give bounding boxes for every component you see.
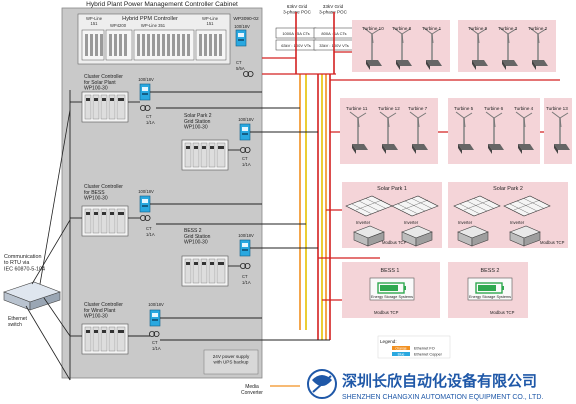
bess2-title: BESS 2 xyxy=(481,268,500,274)
solar-cluster-rack xyxy=(81,91,129,123)
ups-power-supply xyxy=(203,349,259,375)
bess1-battery xyxy=(369,277,415,301)
wp3090-meter-voltage: 100/18V xyxy=(234,24,250,29)
solar-park2-rack xyxy=(181,139,229,171)
company-name-en: SHENZHEN CHANGXIN AUTOMATION EQUIPMENT C… xyxy=(342,394,543,401)
solar-park2-inverter-label-a: Inverter xyxy=(458,220,473,225)
bess-cluster-ct-label: CT xyxy=(146,226,152,231)
solar-park1-title: Solar Park 1 xyxy=(377,186,407,192)
legend-orange-swatch xyxy=(392,346,410,350)
solar-cluster-meter xyxy=(139,83,151,101)
legend-blue-swatch xyxy=(392,352,410,356)
legend-orange-tag: Orange xyxy=(395,346,406,350)
wind-cluster-meter xyxy=(149,309,161,327)
turbine-label: Turbine 11 xyxy=(346,106,368,111)
turbine-label: Turbine 13 xyxy=(546,106,568,111)
turbine-label: Turbine 8 xyxy=(392,26,412,31)
ppm-rack-modules xyxy=(81,29,227,61)
bess2-battery xyxy=(467,277,513,301)
wpline-mid-label: WP-Line 351 xyxy=(141,23,166,28)
solar-park2-inverter-label-b: Inverter xyxy=(510,220,525,225)
bess2-meter xyxy=(239,239,251,257)
turbine-label: Turbine 12 xyxy=(378,106,400,111)
turbine-label: Turbine 5 xyxy=(454,106,474,111)
ethernet-copper-lines xyxy=(69,90,330,380)
switch-links xyxy=(25,109,71,381)
solar-park2-meter-voltage: 100/18V xyxy=(238,117,254,122)
solar-cluster-meter-voltage: 100/18V xyxy=(138,77,154,82)
turbine-label: Turbine 1 xyxy=(422,26,442,31)
cabinet-title: Hybrid Plant Power Management Controller… xyxy=(86,1,238,8)
company-name-cn: 深圳长欣自动化设备有限公司 xyxy=(342,372,537,390)
solar-cluster-ct-label: CT xyxy=(146,114,152,119)
legend-title: Legend: xyxy=(380,339,397,344)
legend-orange-text: Ethernet FO xyxy=(414,347,435,351)
vertical-busbars xyxy=(295,12,335,340)
bess2-ct-ratio: 1/1A xyxy=(242,280,251,285)
wind-cluster-meter-voltage: 100/18V xyxy=(148,302,164,307)
bess2-modbus: Modbus TCP xyxy=(490,310,515,315)
bess1-title: BESS 1 xyxy=(381,268,400,274)
company-logo xyxy=(307,369,337,399)
wp3090-ct-ratio: 5/5A xyxy=(236,66,245,71)
solar-cluster-ct-ratio: 1/1A xyxy=(146,120,155,125)
solar-park2-meter xyxy=(239,123,251,141)
bess-cluster-ct-ratio: 1/1A xyxy=(146,232,155,237)
wp3090-meter xyxy=(235,29,247,47)
turbine-label: Turbine 10 xyxy=(362,26,384,31)
ethernet-switch-icon xyxy=(3,281,61,311)
turbine-label: Turbine 3 xyxy=(498,26,518,31)
bess2-ct-label: CT xyxy=(242,274,248,279)
bess-cluster-rack xyxy=(81,205,129,237)
solar-park2-modbus: Modbus TCP xyxy=(540,240,565,245)
bess2-meter-voltage: 100/18V xyxy=(238,233,254,238)
solar-park2-ct-label: CT xyxy=(242,156,248,161)
bess1-modbus: Modbus TCP xyxy=(374,310,399,315)
turbine-label: Turbine 9 xyxy=(468,26,488,31)
solar-park1-inverter-label-b: Inverter xyxy=(404,220,419,225)
wind-cluster-rack xyxy=(81,323,129,355)
bess2-rack xyxy=(181,255,229,287)
wind-cluster-ct-ratio: 1/1A xyxy=(152,346,161,351)
wp3090-label: WP3090-02 xyxy=(233,16,259,22)
bess1-storage-label: Energy Storage Systems xyxy=(371,295,413,299)
turbine-label: Turbine 2 xyxy=(528,26,548,31)
legend-blue-text: Ethernet Copper xyxy=(414,353,443,357)
solar-park1-inverter-label-a: Inverter xyxy=(356,220,371,225)
turbine-label: Turbine 4 xyxy=(514,106,534,111)
solar-park1-modbus: Modbus TCP xyxy=(382,240,407,245)
bess2-storage-label: Energy Storage Systems xyxy=(469,295,511,299)
wind-cluster-ct-label: CT xyxy=(152,340,158,345)
wp4200-label: WP4200 xyxy=(110,23,127,28)
solar-park2-title: Solar Park 2 xyxy=(493,186,523,192)
bess-cluster-meter xyxy=(139,195,151,213)
controller-cabinet xyxy=(61,7,263,379)
turbine-label: Turbine 7 xyxy=(408,106,428,111)
ppm-title: Hybrid PPM Controller xyxy=(122,16,178,22)
turbine-label: Turbine 6 xyxy=(484,106,504,111)
wind-group-c xyxy=(340,98,438,164)
legend-blue-tag: Blue xyxy=(398,352,405,356)
solar-park2-ct-ratio: 1/1A xyxy=(242,162,251,167)
bess-cluster-meter-voltage: 100/18V xyxy=(138,189,154,194)
wp3090-ct-label: CT xyxy=(236,60,242,65)
